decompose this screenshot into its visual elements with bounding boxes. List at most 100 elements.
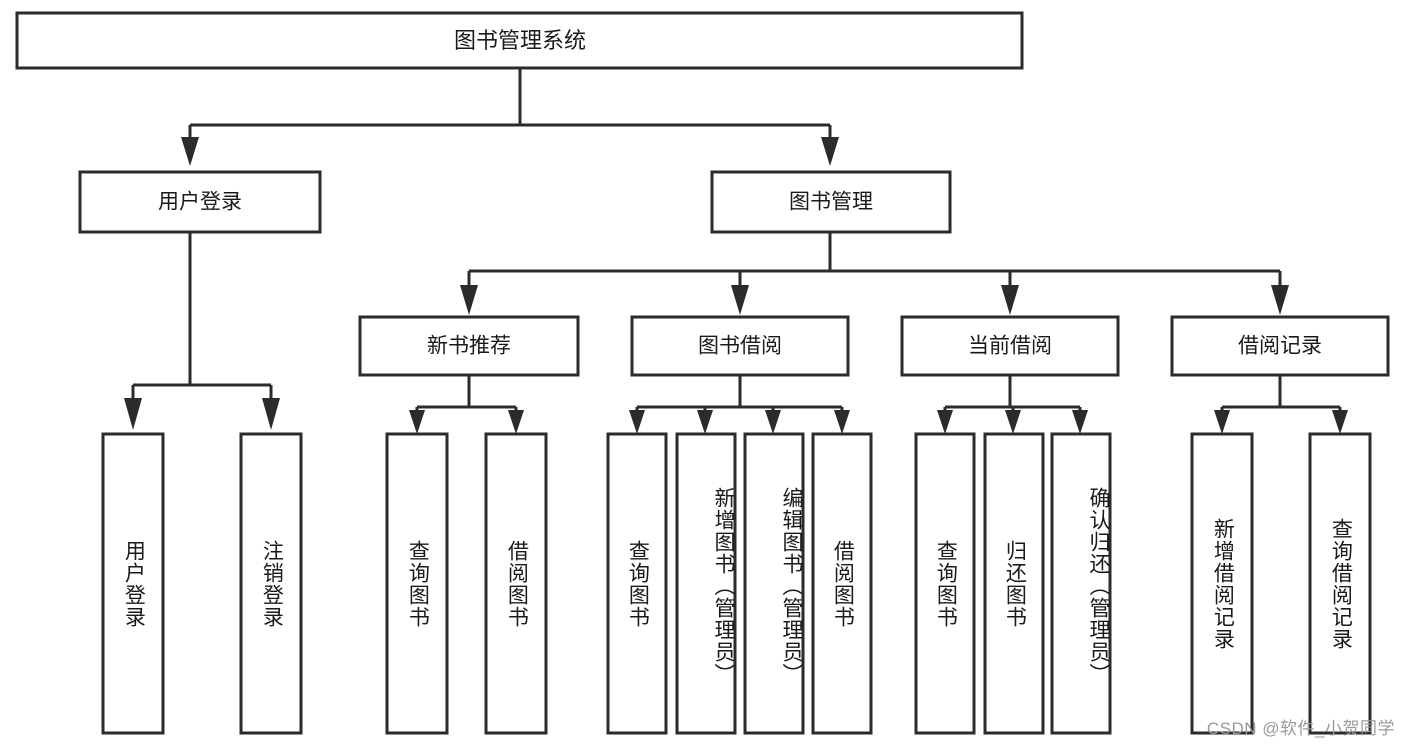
leaf-label-book-borrow-1: 查询图书 [626, 539, 650, 628]
leaf-box-new-book-2[interactable] [484, 432, 548, 735]
node-new-book-recommend[interactable]: 新书推荐 [358, 315, 580, 377]
node-user-login[interactable]: 用户登录 [78, 170, 322, 234]
leaf-node[interactable]: 借阅图书 [811, 432, 873, 735]
leaf-text-wrap-bb-4: 借阅图书 [831, 539, 855, 628]
arrow-head-ul-child-1 [124, 398, 142, 430]
arrow-head-borrow-record [1271, 285, 1289, 315]
node-current-borrow[interactable]: 当前借阅 [900, 315, 1120, 377]
node-book-borrow[interactable]: 图书借阅 [630, 315, 850, 377]
node-new-book-recommend-box[interactable] [358, 315, 580, 377]
arrow-head-cb-c3 [1072, 410, 1088, 434]
node-book-borrow-label: 图书借阅 [698, 335, 782, 358]
leaf-node[interactable]: 确认归还（管理员） [1050, 432, 1112, 735]
leaf-box-borrow-record-2[interactable] [1308, 432, 1372, 735]
leaf-node[interactable]: 新增图书（管理员） [675, 432, 737, 735]
leaf-label-book-borrow-2: 新增图书（管理员） [712, 486, 734, 685]
leaf-node[interactable]: 查询图书 [914, 432, 976, 735]
connector-group-borrow-record [1214, 375, 1348, 434]
arrow-head-ul-child-2 [262, 398, 280, 430]
arrow-head-bb-c3 [765, 410, 781, 434]
leaf-node[interactable]: 查询图书 [606, 432, 668, 735]
node-book-management-box[interactable] [710, 170, 952, 234]
node-book-management-label: 图书管理 [789, 191, 873, 214]
leaf-node[interactable]: 新增借阅记录 [1190, 432, 1254, 735]
connector-group-user-login [124, 232, 280, 430]
leaf-label-book-borrow-4: 借阅图书 [831, 539, 855, 628]
arrow-head-br-c1 [1214, 410, 1230, 434]
leaf-label-book-borrow-3: 编辑图书（管理员） [780, 486, 802, 685]
leaf-label-borrow-record-2: 查询借阅记录 [1329, 517, 1353, 650]
leaf-text-wrap-cb-3: 确认归还（管理员） [1087, 486, 1109, 685]
arrow-head-br-c2 [1332, 410, 1348, 434]
connector-group-new-book [409, 375, 524, 434]
node-borrow-record-box[interactable] [1170, 315, 1390, 377]
leaf-node[interactable]: 编辑图书（管理员） [743, 432, 805, 735]
leaf-text-wrap-ul-2: 注销登录 [260, 539, 284, 628]
leaf-label-user-login-1: 用户登录 [122, 539, 146, 628]
leaf-box-book-borrow-2[interactable] [675, 432, 737, 735]
arrow-head-nb-c2 [508, 410, 524, 434]
node-book-management[interactable]: 图书管理 [710, 170, 952, 234]
arrow-head-cb-c2 [1005, 410, 1021, 434]
node-new-book-recommend-label: 新书推荐 [427, 335, 511, 358]
node-current-borrow-label: 当前借阅 [968, 335, 1052, 358]
leaf-node[interactable]: 注销登录 [239, 432, 303, 735]
leaf-box-current-borrow-2[interactable] [983, 432, 1045, 735]
leaf-label-current-borrow-1: 查询图书 [934, 539, 958, 628]
node-borrow-record-label: 借阅记录 [1238, 335, 1322, 358]
arrow-head-bb-c2 [697, 410, 713, 434]
leaf-text-wrap-nb-1: 查询图书 [406, 539, 430, 628]
leaf-node[interactable]: 借阅图书 [484, 432, 548, 735]
arrow-head-book-borrow [731, 285, 749, 315]
leaf-text-wrap-bb-1: 查询图书 [626, 539, 650, 628]
leaf-label-new-book-1: 查询图书 [406, 539, 430, 628]
leaf-box-current-borrow-1[interactable] [914, 432, 976, 735]
leaf-box-user-login-1[interactable] [101, 432, 165, 735]
leaf-label-current-borrow-2: 归还图书 [1003, 539, 1027, 628]
leaf-box-book-borrow-3[interactable] [743, 432, 805, 735]
leaf-node[interactable]: 查询图书 [385, 432, 449, 735]
node-borrow-record[interactable]: 借阅记录 [1170, 315, 1390, 377]
node-user-login-box[interactable] [78, 170, 322, 234]
leaf-box-current-borrow-3[interactable] [1050, 432, 1112, 735]
arrow-head-new-book [460, 285, 478, 315]
node-book-borrow-box[interactable] [630, 315, 850, 377]
leaf-text-wrap-bb-2: 新增图书（管理员） [712, 486, 734, 685]
leaf-text-wrap-bb-3: 编辑图书（管理员） [780, 486, 802, 685]
leaf-box-book-borrow-1[interactable] [606, 432, 668, 735]
node-user-login-label: 用户登录 [158, 191, 242, 214]
connector-group-book-borrow [629, 375, 850, 434]
arrow-head-cb-c1 [937, 410, 953, 434]
leaf-box-new-book-1[interactable] [385, 432, 449, 735]
leaf-node[interactable]: 用户登录 [101, 432, 165, 735]
connector-group-current-borrow [937, 375, 1088, 434]
connector-group-root [181, 68, 839, 166]
node-root-box[interactable] [15, 11, 1024, 70]
node-root[interactable]: 图书管理系统 [15, 11, 1024, 70]
leaf-box-user-login-2[interactable] [239, 432, 303, 735]
leaf-text-wrap-cb-2: 归还图书 [1003, 539, 1027, 628]
leaf-label-current-borrow-3: 确认归还（管理员） [1087, 486, 1109, 685]
leaf-text-wrap-br-1: 新增借阅记录 [1211, 517, 1235, 650]
arrow-head-bb-c4 [834, 410, 850, 434]
arrow-head-user-login [181, 137, 199, 166]
leaf-label-user-login-2: 注销登录 [260, 539, 284, 628]
leaf-text-wrap-nb-2: 借阅图书 [505, 540, 528, 628]
arrow-head-book-mgmt [821, 137, 839, 166]
leaf-node[interactable]: 查询借阅记录 [1308, 432, 1372, 735]
leaf-text-wrap-ul-1: 用户登录 [122, 539, 146, 628]
csdn-watermark: CSDN @软件_小贺同学 [1206, 719, 1395, 738]
connector-group-book-mgmt [460, 232, 1289, 315]
arrow-head-current-borrow [1001, 285, 1019, 315]
leaf-box-book-borrow-4[interactable] [811, 432, 873, 735]
node-root-label: 图书管理系统 [454, 28, 586, 53]
leaf-label-borrow-record-1: 新增借阅记录 [1211, 517, 1235, 650]
leaf-text-wrap-br-2: 查询借阅记录 [1329, 517, 1353, 650]
arrow-head-nb-c1 [409, 410, 425, 434]
leaf-node[interactable]: 归还图书 [983, 432, 1045, 735]
node-current-borrow-box[interactable] [900, 315, 1120, 377]
leaf-box-borrow-record-1[interactable] [1190, 432, 1254, 735]
leaf-text-wrap-cb-1: 查询图书 [934, 539, 958, 628]
